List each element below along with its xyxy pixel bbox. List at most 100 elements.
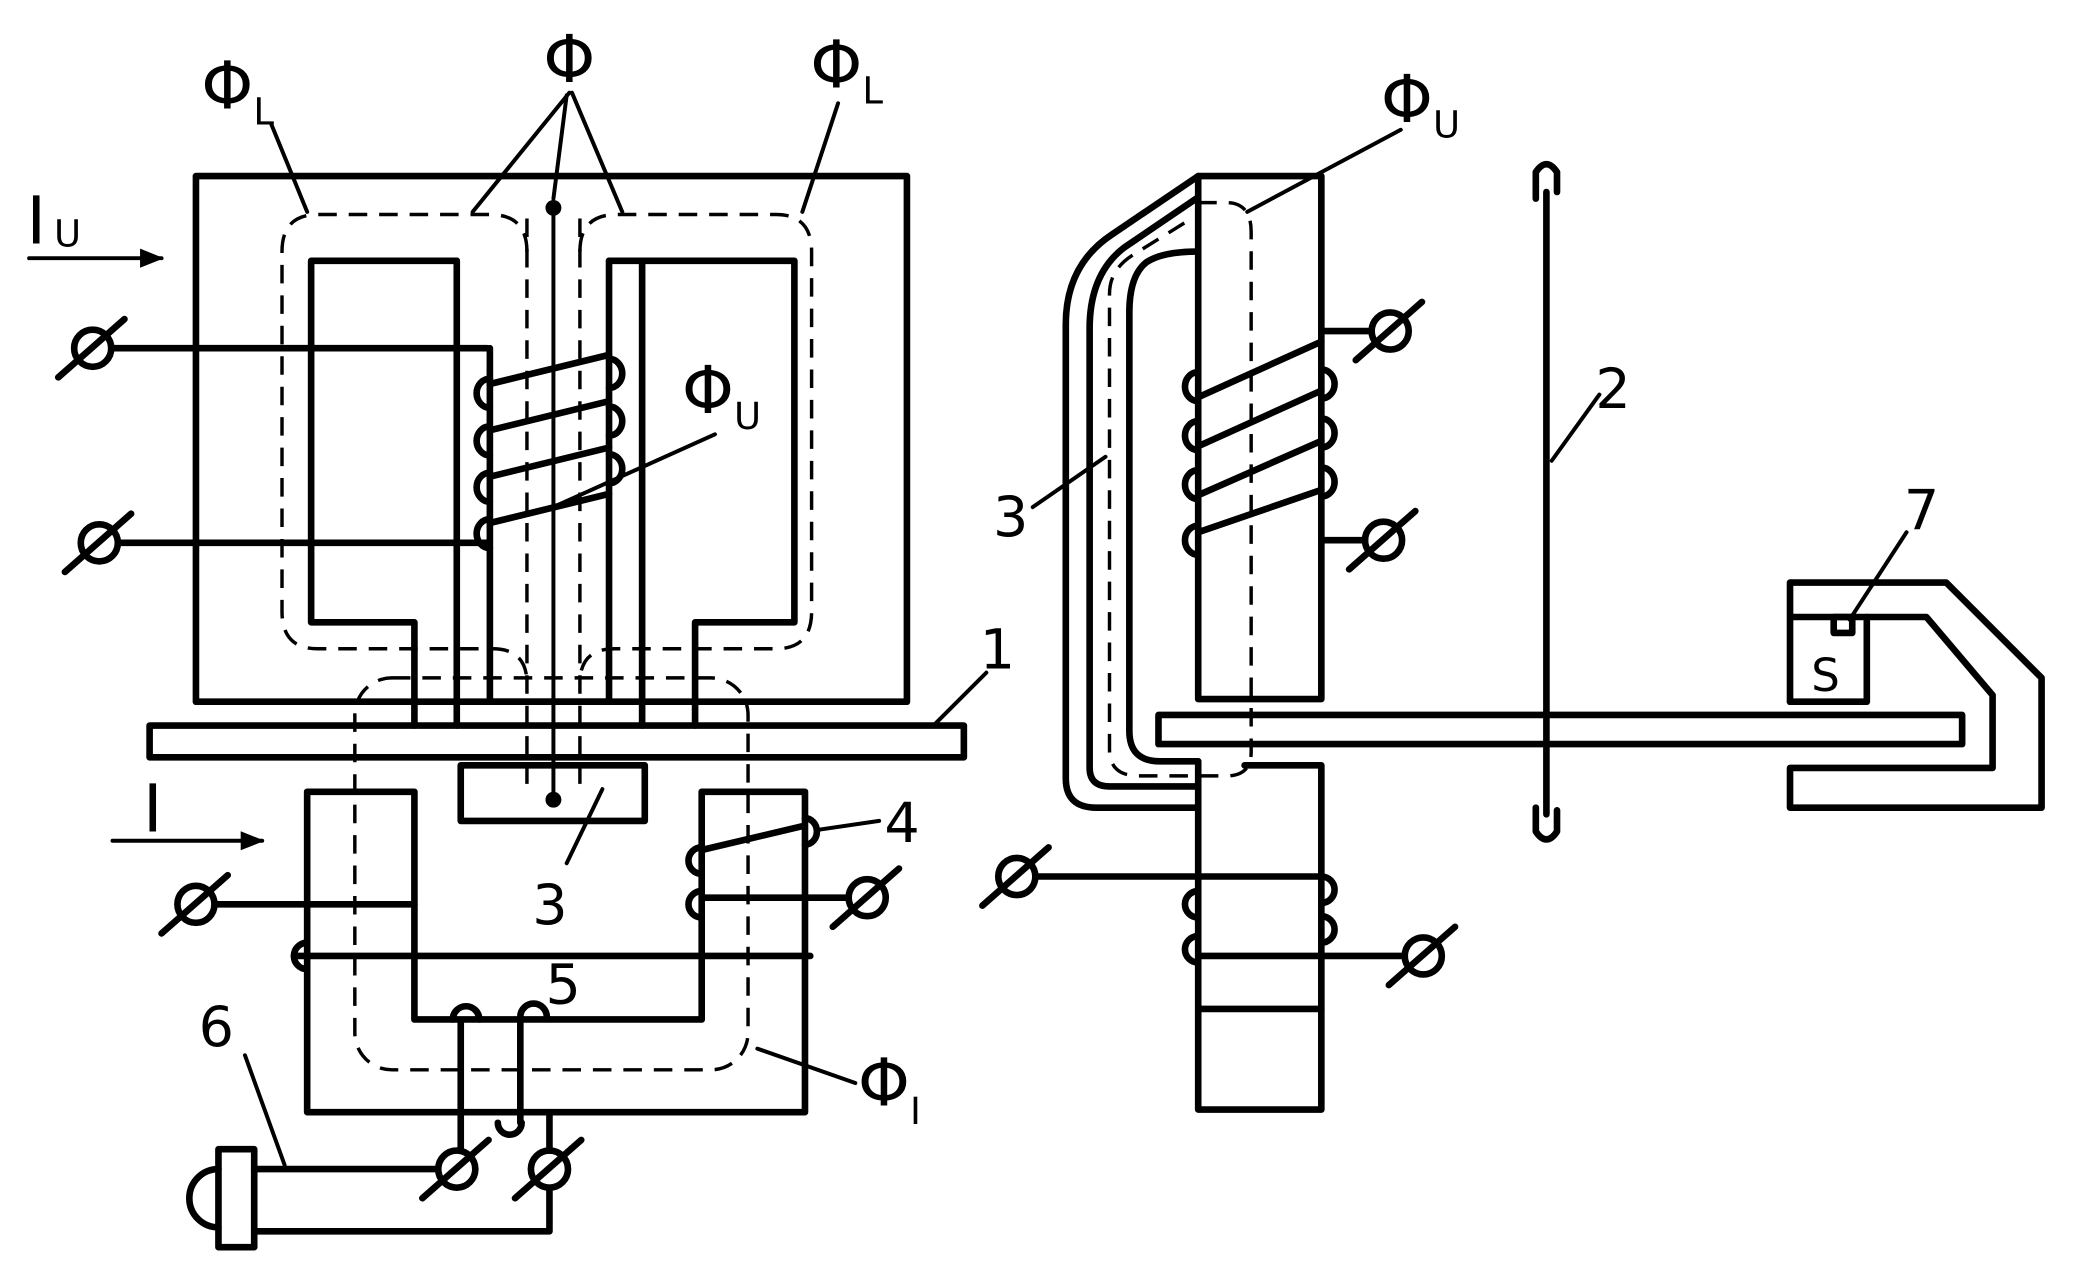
- label-part-4: 4: [884, 791, 919, 856]
- coil-winding: [1194, 437, 1325, 499]
- coil-turn: [1181, 368, 1202, 405]
- current-core-outline: [1194, 758, 1325, 1113]
- leader-line: [1030, 454, 1108, 510]
- leader-line: [1847, 530, 1909, 622]
- terminal-icon: [829, 865, 903, 931]
- terminal-icon: [1352, 298, 1426, 364]
- label-sub: U: [734, 395, 761, 438]
- voltage-coil: [107, 344, 626, 552]
- coil-turn: [605, 355, 626, 392]
- coil-turn: [605, 403, 626, 439]
- leader-line: [931, 670, 989, 728]
- label-symbol: I: [26, 183, 46, 260]
- coil-turn: [1181, 932, 1202, 966]
- leader-line: [1245, 127, 1403, 214]
- leader-line: [242, 1053, 287, 1168]
- label-sub: I: [910, 1090, 921, 1133]
- label-leak-flux-right: ΦL: [810, 26, 883, 112]
- coil-turn: [1318, 912, 1338, 947]
- compensation-coil: [186, 1000, 553, 1251]
- leader-line: [800, 101, 841, 214]
- flux-paths-front: [280, 199, 814, 1072]
- regulator-head: [186, 1165, 222, 1231]
- coil-turn: [473, 515, 494, 552]
- leader-line: [554, 432, 717, 508]
- current-core-side: [1032, 758, 1409, 1113]
- label-part-3-front: 3: [532, 873, 567, 938]
- strip-outer-edge: [1062, 172, 1202, 811]
- shaft-bottom-bearing: [1532, 804, 1561, 843]
- leader-line: [813, 818, 882, 833]
- leakage-flux-left: [280, 212, 529, 684]
- label-pole-s: S: [1811, 649, 1840, 702]
- current-electromagnet: [211, 788, 852, 1116]
- leaders-front: [27, 90, 989, 1168]
- disc-front: [146, 722, 968, 761]
- disc-side: [1155, 711, 1966, 748]
- coil-turn: [1318, 415, 1338, 451]
- coil-winding: [1194, 486, 1325, 536]
- regulator-body: [215, 1145, 258, 1251]
- terminal-icon: [1385, 923, 1459, 989]
- label-symbol: Φ: [201, 48, 253, 125]
- label-part-2: 2: [1595, 357, 1630, 422]
- regulator-wire: [250, 1184, 553, 1235]
- label-symbol: Φ: [1381, 61, 1433, 138]
- coil-turn: [290, 939, 311, 973]
- terminal-icon: [61, 510, 135, 576]
- coil-turn: [1181, 466, 1202, 503]
- label-sub: L: [862, 69, 883, 112]
- coil-winding: [486, 397, 613, 434]
- coil-turn: [449, 1002, 483, 1023]
- label-part-5: 5: [545, 953, 580, 1018]
- leader-line: [569, 90, 625, 214]
- terminal-icon: [1345, 507, 1419, 573]
- front-view: Φ ΦL ΦL IU ΦU ΦI I 1 3 4 5 6: [26, 21, 1015, 1251]
- coil-winding: [1194, 338, 1325, 401]
- coil-winding: [486, 351, 613, 388]
- label-flux-total: Φ: [543, 21, 595, 98]
- label-part-7: 7: [1904, 479, 1939, 544]
- label-part-3-side: 3: [993, 485, 1028, 550]
- leader-line: [1549, 392, 1602, 463]
- terminal-icon: [419, 1136, 492, 1202]
- terminal-icon: [54, 315, 128, 381]
- voltage-coil-side: [1181, 327, 1375, 559]
- coil-turn: [494, 1119, 525, 1138]
- coil-winding: [486, 490, 613, 527]
- leader-line: [470, 90, 572, 214]
- label-sub: U: [54, 212, 81, 255]
- voltage-flux-side: [1107, 200, 1253, 778]
- return-strip: [1062, 172, 1202, 811]
- coil-winding: [486, 444, 613, 480]
- label-voltage-flux-front: ΦU: [682, 352, 761, 438]
- side-view: ΦU 3 2 7 S: [979, 61, 2045, 1113]
- label-part-1: 1: [980, 618, 1015, 683]
- terminals-side: [979, 298, 1459, 989]
- coil-turn: [1181, 417, 1202, 454]
- label-symbol: Φ: [682, 352, 734, 429]
- pole-piece-front: [457, 761, 649, 825]
- leader-line: [269, 122, 310, 214]
- coil-winding: [1194, 387, 1325, 450]
- leaders-side: [1030, 127, 1909, 622]
- leader-line: [551, 93, 569, 201]
- braking-magnet: [1786, 579, 2045, 811]
- disc-shaft: [1532, 160, 1561, 843]
- terminals-front: [54, 315, 903, 1202]
- coil-turn: [1318, 366, 1338, 402]
- label-part-6: 6: [199, 995, 234, 1060]
- leader-line: [755, 1046, 858, 1086]
- coil-4-winding: [698, 822, 806, 854]
- coil-turn: [473, 469, 494, 506]
- strip-inner-edge: [1126, 248, 1202, 765]
- center-leg: [486, 257, 613, 706]
- terminal-icon: [511, 1136, 585, 1202]
- terminal-icon: [158, 871, 232, 937]
- coil-turn: [685, 887, 706, 921]
- label-sub: U: [1433, 104, 1460, 147]
- coil-turn: [473, 375, 494, 412]
- coil-turn: [685, 844, 706, 878]
- label-symbol: Φ: [810, 26, 862, 103]
